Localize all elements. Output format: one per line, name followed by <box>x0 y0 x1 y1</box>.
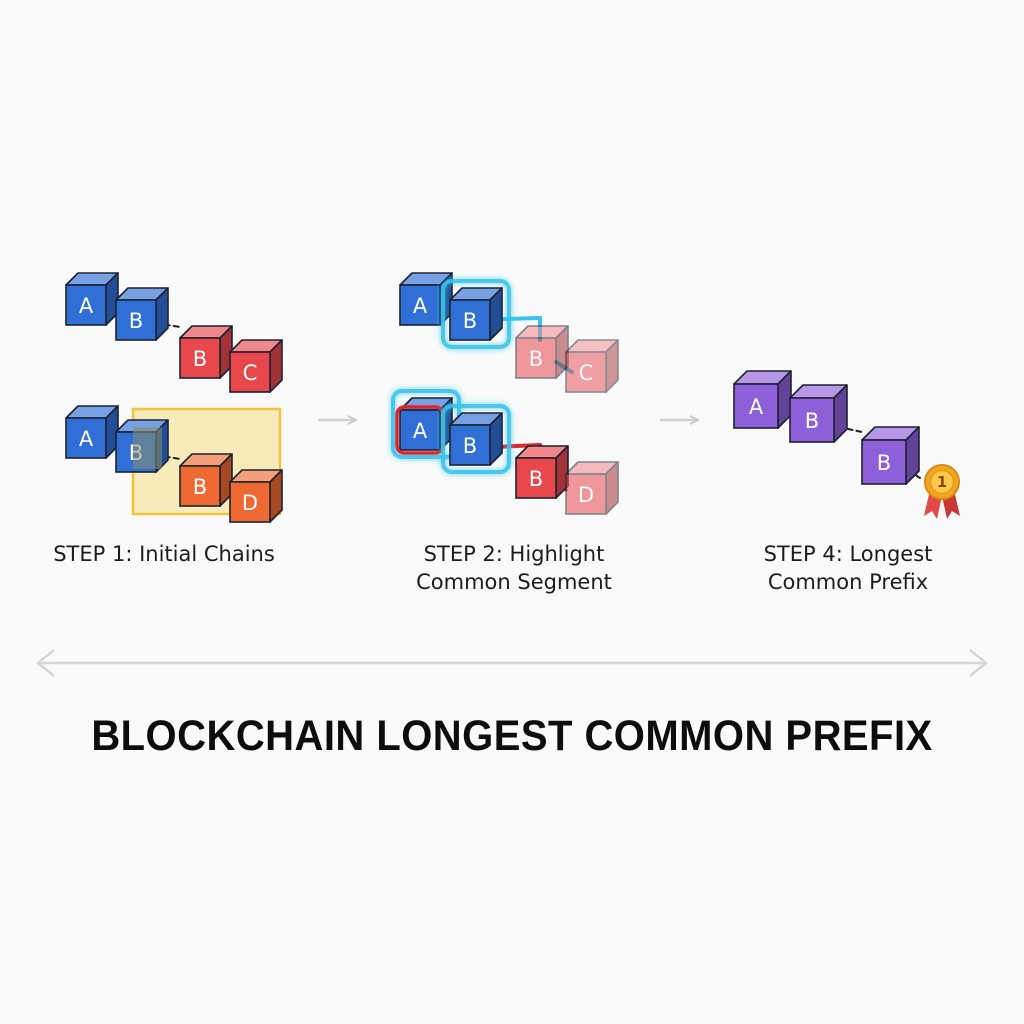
step4-chain-block-2: B <box>789 384 848 443</box>
step1-chain1-block-2: B <box>115 287 169 341</box>
step4-chain-block-3-label: B <box>877 451 891 475</box>
step2-chain2-block-1: A <box>391 389 461 459</box>
step2-chain2-block-2: B <box>441 404 511 474</box>
step2-chain2-block-3-label: B <box>529 467 543 491</box>
blocks-layer: ABBCABBDABBCABBDABB <box>65 272 920 523</box>
step1-chain1-block-4-label: C <box>243 361 258 385</box>
step-2-caption: STEP 2: Highlight Common Segment <box>384 540 644 596</box>
step4-chain-block-1-label: A <box>749 395 764 419</box>
main-title: BLOCKCHAIN LONGEST COMMON PREFIX <box>91 712 933 760</box>
step2-chain1-block-1: A <box>399 272 453 326</box>
step4-chain-block-1: A <box>733 370 792 429</box>
step-1-caption: STEP 1: Initial Chains <box>34 540 294 568</box>
step1-chain2-block-3-label: B <box>193 475 207 499</box>
step1-chain1-block-1: A <box>65 272 119 326</box>
step2-chain1-block-2-label: B <box>463 309 477 333</box>
step2-chain2-block-1-label: A <box>413 419 428 443</box>
step2-chain2-block-2-label: B <box>463 434 477 458</box>
step1-chain2-block-4-label: D <box>242 491 258 515</box>
step2-chain1-block-4: C <box>565 339 619 393</box>
medal-icon: 1 <box>924 464 960 519</box>
step4-chain-block-3: B <box>861 426 920 485</box>
medal-number: 1 <box>937 473 947 491</box>
step2-chain1-block-2: B <box>441 279 511 349</box>
step1-chain1-block-1-label: A <box>79 294 94 318</box>
step2-chain2-block-4: D <box>565 461 619 515</box>
step1-chain1-block-4: C <box>229 339 283 393</box>
step2-chain2-block-3: B <box>515 445 569 499</box>
step2-chain1-block-1-label: A <box>413 294 428 318</box>
step1-chain2-block-4: D <box>229 469 283 523</box>
step1-chain2-block-1: A <box>65 405 119 459</box>
step-2-caption-line-2: Common Segment <box>416 570 612 594</box>
step2-chain1-block-3: B <box>515 325 569 379</box>
step1-chain2-block-3: B <box>179 453 233 507</box>
step1-chain1-block-3-label: B <box>193 347 207 371</box>
step2-chain2-block-4-label: D <box>578 483 594 507</box>
step-2-caption-line-1: STEP 2: Highlight <box>423 542 605 566</box>
step1-chain1-block-2-label: B <box>129 309 143 333</box>
step-4-caption: STEP 4: Longest Common Prefix <box>718 540 978 596</box>
step2-chain1-block-4-label: C <box>579 361 594 385</box>
step-1-caption-line-1: STEP 1: Initial Chains <box>53 542 275 566</box>
step1-chain1-block-3: B <box>179 325 233 379</box>
step1-chain2-block-1-label: A <box>79 427 94 451</box>
step-4-caption-line-2: Common Prefix <box>767 570 929 594</box>
step4-chain-block-2-label: B <box>805 409 819 433</box>
step-4-caption-line-1: STEP 4: Longest <box>763 542 933 566</box>
step2-chain1-block-3-label: B <box>529 347 543 371</box>
timeline-arrow <box>36 649 988 677</box>
overlap-tint <box>133 427 162 469</box>
